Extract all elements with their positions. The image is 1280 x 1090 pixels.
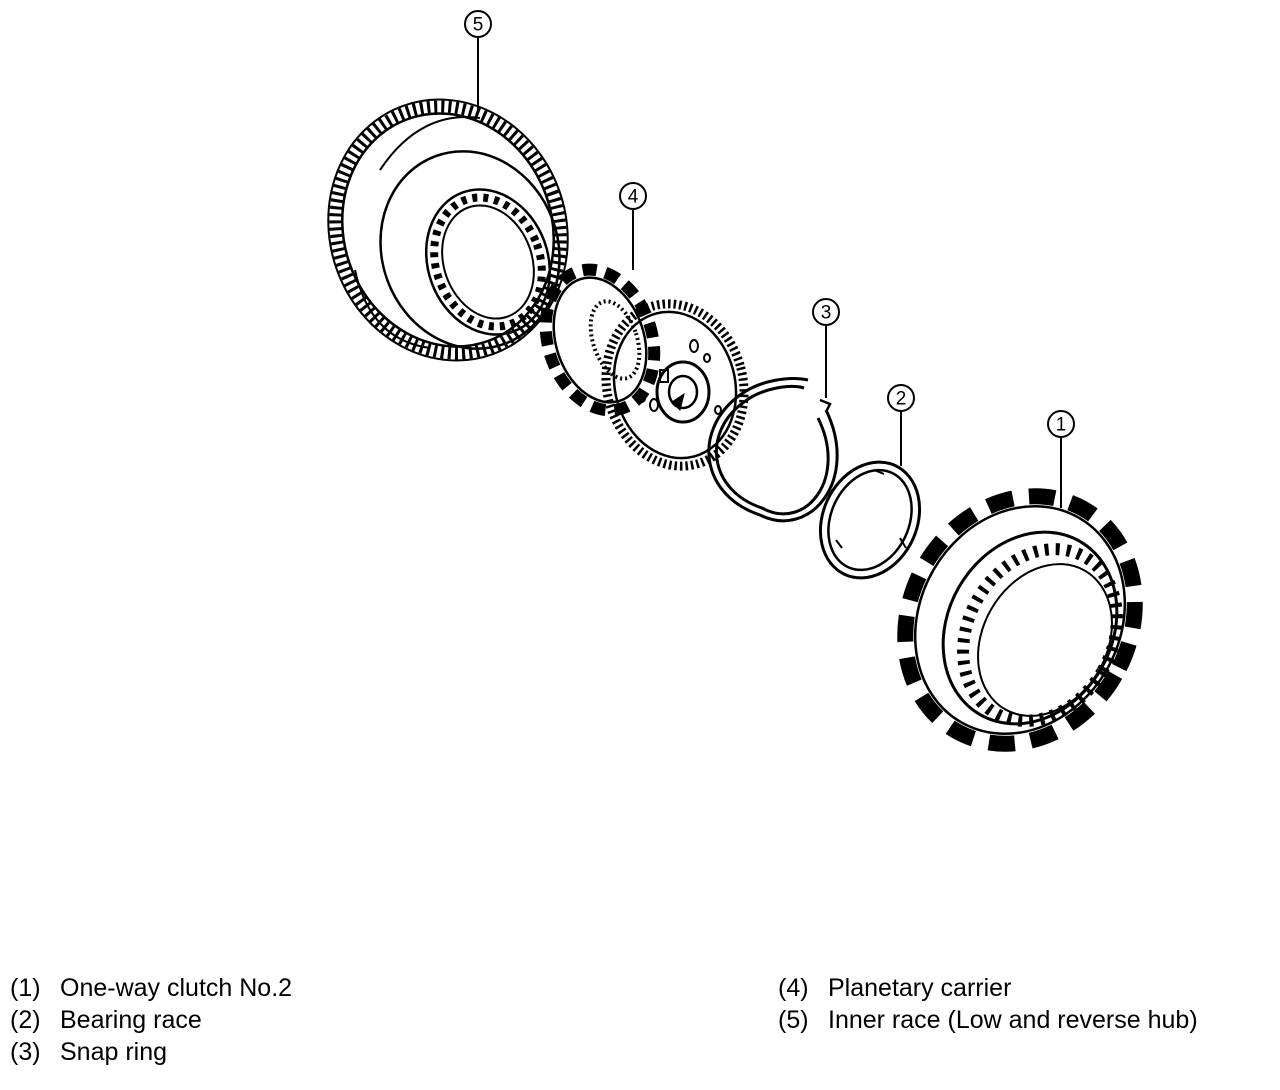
legend-item-4: (4) Planetary carrier xyxy=(778,972,1198,1004)
one-way-clutch-drawing xyxy=(897,488,1143,752)
callout-circle-1 xyxy=(1047,410,1075,438)
legend-item-2: (2) Bearing race xyxy=(10,1004,292,1036)
legend-left-column: (1) One-way clutch No.2 (2) Bearing race (… xyxy=(10,972,292,1068)
legend-right-column: (4) Planetary carrier (5) Inner race (Low … xyxy=(778,972,1198,1036)
callout-number-1: 1 xyxy=(1056,415,1067,436)
legend-item-5: (5) Inner race (Low and reverse hub) xyxy=(778,1004,1198,1036)
callout-circle-4 xyxy=(619,182,647,210)
callout-number-5: 5 xyxy=(473,15,484,36)
callout-circle-3 xyxy=(812,298,840,326)
callout-1: 1 xyxy=(1047,410,1075,508)
legend-number: (5) xyxy=(778,1006,809,1034)
callout-circle-5 xyxy=(464,10,492,38)
callout-number-4: 4 xyxy=(628,187,639,208)
callout-3: 3 xyxy=(812,298,840,398)
legend-label: Snap ring xyxy=(60,1038,168,1066)
inner-race-drawing xyxy=(327,98,569,362)
legend-number: (2) xyxy=(10,1006,41,1034)
legend-number: (1) xyxy=(10,974,41,1002)
snap-ring-drawing xyxy=(707,377,839,523)
legend-number: (3) xyxy=(10,1038,41,1066)
legend-label: Bearing race xyxy=(60,1006,202,1034)
legend-label: Planetary carrier xyxy=(828,974,1012,1002)
callout-4: 4 xyxy=(619,182,647,270)
bearing-race-drawing xyxy=(818,460,922,580)
legend-item-3: (3) Snap ring xyxy=(10,1036,292,1068)
callout-5: 5 xyxy=(464,10,492,112)
legend-label: One-way clutch No.2 xyxy=(60,974,293,1002)
callout-2: 2 xyxy=(887,384,915,466)
exploded-parts-diagram: 5 4 3 2 1 xyxy=(327,10,1143,752)
callout-number-3: 3 xyxy=(821,303,832,324)
legend-number: (4) xyxy=(778,974,809,1002)
legend-label: Inner race (Low and reverse hub) xyxy=(828,1006,1198,1034)
callout-circle-2 xyxy=(887,384,915,412)
planetary-carrier-drawing xyxy=(539,263,749,471)
legend-item-1: (1) One-way clutch No.2 xyxy=(10,972,292,1004)
callout-number-2: 2 xyxy=(896,389,907,410)
